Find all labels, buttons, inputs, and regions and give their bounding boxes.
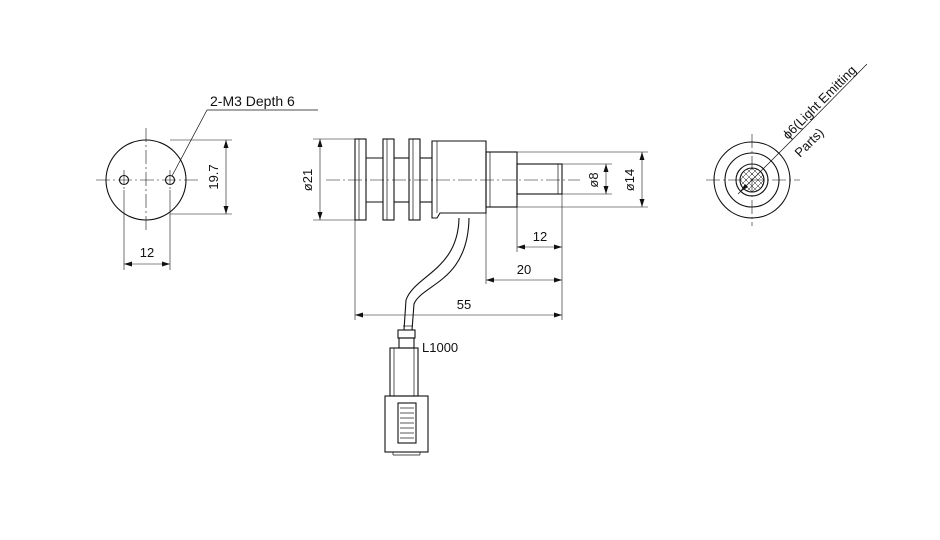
cable-outer-2 (411, 217, 470, 331)
body-step (485, 151, 518, 208)
dim-d21-label: ø21 (300, 169, 315, 191)
dim-d14-label: ø14 (622, 169, 637, 191)
dim-19-7-label: 19.7 (206, 164, 221, 189)
end-view-back: 2-M3 Depth 6 19.7 12 (96, 93, 318, 270)
side-view: ø21 ø8 ø14 12 20 55 (300, 138, 648, 331)
dim-20-label: 20 (517, 262, 531, 277)
front-view: ϕ6(Light Emitting Parts) (706, 62, 868, 226)
dim-12-mid-label: 12 (533, 229, 547, 244)
cable-outer-1 (403, 217, 460, 331)
heatsink-fin-1 (354, 138, 367, 221)
lens-tube (516, 163, 563, 195)
main-body (431, 140, 487, 219)
thread-note-label: 2-M3 Depth 6 (210, 93, 295, 109)
dim-d8-label: ø8 (586, 172, 601, 187)
cable-connector: L1000 (384, 329, 458, 456)
dim-55-label: 55 (457, 297, 471, 312)
heatsink-fin-2 (382, 138, 395, 221)
heatsink-fin-3 (408, 138, 421, 221)
dim-12-left-label: 12 (140, 245, 154, 260)
cable-length-label: L1000 (422, 340, 458, 355)
